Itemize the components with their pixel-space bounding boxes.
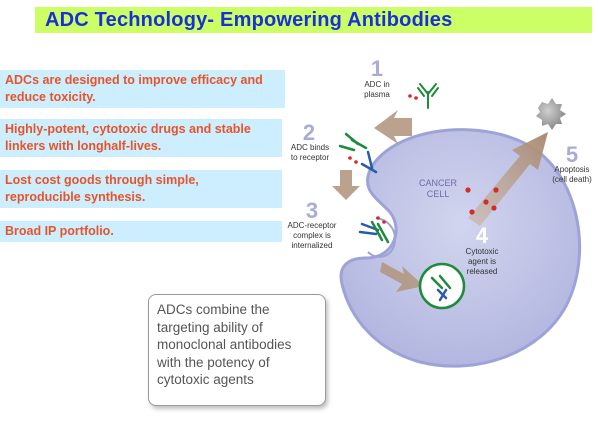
step-4-number: 4 bbox=[476, 223, 489, 248]
arrow-internalize-to-release bbox=[380, 262, 424, 292]
arrow-bind-to-internalize bbox=[332, 170, 360, 200]
released-drug-icon bbox=[469, 209, 475, 215]
step-3-label-line2: complex is bbox=[293, 231, 331, 240]
step-5-label-line1: Apoptosis bbox=[554, 165, 589, 174]
cell-label-cell: CELL bbox=[427, 189, 450, 199]
arrow-plasma-to-receptor bbox=[374, 110, 412, 144]
drug-payload-icon bbox=[408, 94, 412, 98]
step-3-number: 3 bbox=[306, 198, 318, 223]
step-5-label-line2: (cell death) bbox=[552, 175, 592, 184]
step-3-label-line3: internalized bbox=[292, 241, 333, 250]
cell-label-cancer: CANCER bbox=[419, 178, 458, 188]
drug-payload-icon bbox=[382, 220, 386, 224]
apoptotic-cell bbox=[536, 98, 566, 130]
released-drug-icon bbox=[465, 187, 471, 193]
step-2-label-line1: ADC binds bbox=[291, 143, 329, 152]
page-title: ADC Technology- Empowering Antibodies bbox=[45, 9, 453, 31]
step-4-label-line1: Cytotoxic bbox=[466, 247, 499, 256]
internalized-complex-icon bbox=[358, 220, 390, 244]
step-3-label-line1: ADC-receptor bbox=[288, 221, 337, 230]
released-drug-icon bbox=[483, 199, 489, 205]
summary-callout: ADCs combine the targeting ability of mo… bbox=[148, 294, 326, 406]
drug-payload-icon bbox=[348, 156, 352, 160]
drug-payload-icon bbox=[414, 96, 418, 100]
cancer-cell bbox=[339, 128, 582, 368]
bullet-potent-drugs: Highly-potent, cytotoxic drugs and stabl… bbox=[0, 119, 282, 157]
lysosome-vesicle bbox=[418, 262, 466, 310]
released-drug-icon bbox=[491, 205, 497, 211]
step-4-label-line2: agent is bbox=[468, 257, 496, 266]
degraded-antibody-icon bbox=[430, 274, 452, 302]
step-1-label-line2: plasma bbox=[364, 90, 390, 99]
receptor-icon bbox=[360, 150, 378, 174]
drug-payload-icon bbox=[376, 216, 380, 220]
endocytic-pocket bbox=[367, 217, 396, 258]
step-4-label-line3: released bbox=[467, 267, 498, 276]
step-1-number: 1 bbox=[371, 56, 383, 81]
step-1-label-line1: ADC in bbox=[364, 80, 389, 89]
step-5-number: 5 bbox=[566, 142, 578, 167]
bullet-efficacy: ADCs are designed to improve efficacy an… bbox=[0, 70, 285, 108]
antibody-in-plasma-icon bbox=[417, 83, 439, 109]
drug-payload-icon bbox=[354, 160, 358, 164]
title-banner: ADC Technology- Empowering Antibodies bbox=[35, 7, 592, 33]
released-drug-icon bbox=[493, 187, 499, 193]
bullet-ip-portfolio: Broad IP portfolio. bbox=[0, 221, 282, 242]
antibody-binding-icon bbox=[338, 132, 368, 152]
bullet-low-cost: Lost cost goods through simple, reproduc… bbox=[0, 170, 282, 208]
step-2-label-line2: to receptor bbox=[291, 153, 330, 162]
step-2-number: 2 bbox=[303, 120, 315, 145]
